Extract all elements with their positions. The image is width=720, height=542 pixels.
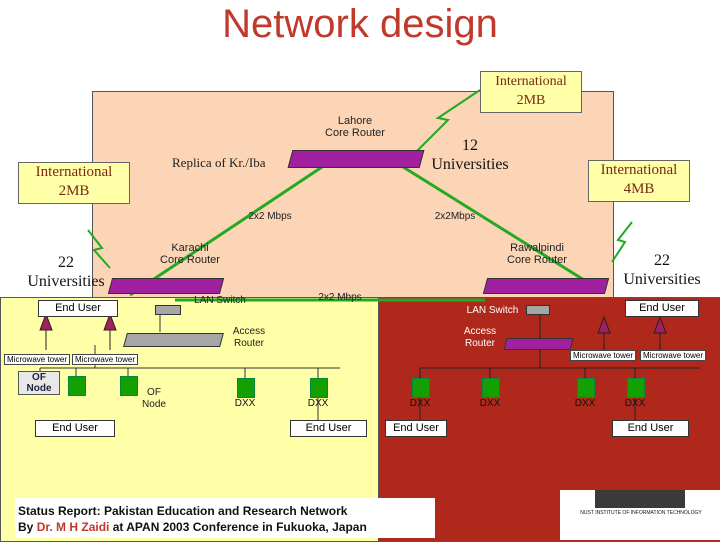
dxx-2-label: DXX [307, 398, 329, 409]
replica-label: Replica of Kr./Iba [172, 155, 266, 170]
microwave-tower-left-label: Microwave tower [4, 354, 71, 365]
dxx-5[interactable] [577, 378, 595, 398]
link-right-label: 2x2Mbps [434, 211, 476, 222]
lahore-router[interactable] [287, 150, 425, 168]
of-node-left-switch[interactable] [68, 376, 86, 396]
lightning-left-icon [87, 229, 111, 269]
microwave-tower-right2-label: Microwave tower [640, 350, 707, 361]
access-router-left[interactable] [123, 333, 224, 347]
of-node-right-switch[interactable] [120, 376, 138, 396]
link-bottom-label: 2x2 Mbps [318, 292, 362, 303]
end-user-karachi-bottom[interactable]: End User [35, 420, 115, 437]
footer-line2: By Dr. M H Zaidi at APAN 2003 Conference… [18, 520, 367, 534]
dxx-2[interactable] [310, 378, 328, 398]
end-user-karachi-top[interactable]: End User [38, 300, 118, 317]
logo-caption: NUST INSTITUTE OF INFORMATION TECHNOLOGY [580, 510, 702, 516]
access-router-right[interactable] [503, 338, 574, 350]
end-user-dxx-left[interactable]: End User [290, 420, 367, 437]
end-user-rawalpindi-top[interactable]: End User [625, 300, 699, 317]
lan-switch-right[interactable] [526, 305, 550, 315]
lan-switch-right-label: LAN Switch [466, 305, 519, 316]
footer-line1: Status Report: Pakistan Education and Re… [18, 504, 348, 518]
lan-switch-left[interactable] [155, 305, 181, 315]
microwave-tower-left-icon [39, 312, 53, 350]
lan-switch-left-label: LAN Switch [194, 295, 246, 306]
dxx-1-label: DXX [234, 398, 256, 409]
rawalpindi-router[interactable] [482, 278, 610, 294]
karachi-router[interactable] [107, 278, 225, 294]
link-lahore-rawalpindi [399, 163, 601, 292]
logo-icon [595, 490, 685, 508]
dxx-3[interactable] [412, 378, 430, 398]
link-lahore-karachi [129, 163, 326, 297]
dxx-4-label: DXX [479, 398, 501, 409]
lightning-top-icon [409, 89, 481, 159]
dxx-1[interactable] [237, 378, 255, 398]
core-region [92, 91, 614, 300]
microwave-tower-right-label: Microwave tower [570, 350, 637, 361]
end-user-dxx-right[interactable]: End User [385, 420, 447, 437]
microwave-tower-right-icon [597, 315, 611, 350]
dxx-6-label: DXX [624, 398, 646, 409]
link-left-label: 2x2 Mbps [248, 211, 292, 222]
dxx-3-label: DXX [409, 398, 431, 409]
microwave-tower-left2-icon [103, 312, 117, 350]
dxx-5-label: DXX [574, 398, 596, 409]
microwave-tower-right2-icon [653, 315, 667, 350]
footer: Status Report: Pakistan Education and Re… [18, 503, 367, 535]
dxx-4[interactable] [482, 378, 500, 398]
dxx-6[interactable] [627, 378, 645, 398]
page-title: Network design [222, 2, 498, 46]
microwave-tower-left2-label: Microwave tower [72, 354, 139, 365]
end-user-rawalpindi-bottom[interactable]: End User [612, 420, 689, 437]
footer-box [15, 498, 435, 538]
lightning-right-icon [611, 221, 633, 263]
